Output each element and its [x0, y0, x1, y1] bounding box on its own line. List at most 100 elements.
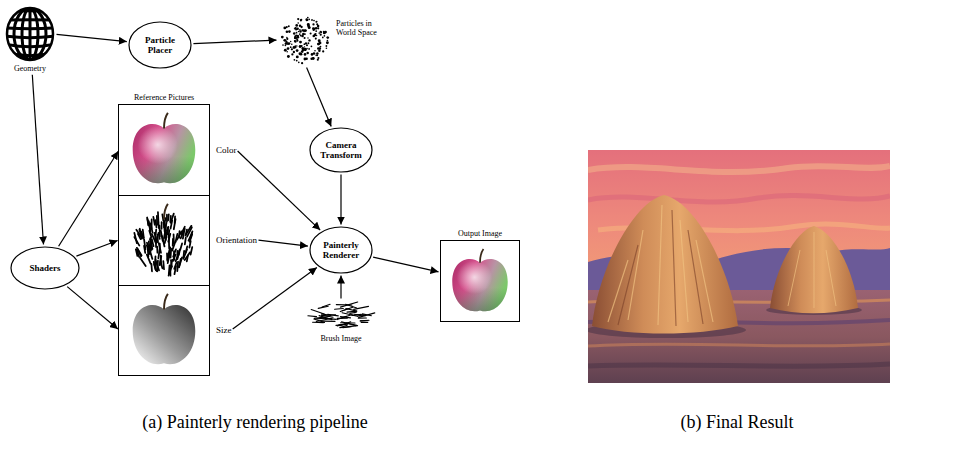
cloud-icon-part: [316, 54, 318, 56]
orient-picture-part: [173, 249, 176, 256]
arrow-connector: [59, 151, 119, 246]
figure-caption: (b) Final Result: [681, 412, 794, 433]
orient-picture-part: [141, 231, 144, 237]
brush-icon-part: [314, 317, 329, 319]
cloud-icon-part: [291, 43, 293, 45]
cloud-icon-part: [304, 43, 306, 45]
panel-label: Orientation: [216, 235, 257, 245]
brush-icon-part: [354, 306, 369, 309]
grid-icon-part-part: [29, 6, 32, 62]
orient-picture-part: [159, 244, 161, 252]
brush-icon-part: [361, 322, 368, 323]
cloud-icon-part: [285, 44, 287, 46]
orient-picture-part: [157, 212, 159, 222]
cloud-icon-part: [317, 43, 320, 46]
brush-icon-part: [308, 315, 317, 317]
color-picture-part: [133, 124, 196, 183]
orient-picture-part: [147, 218, 148, 226]
cloud-icon-part: [324, 35, 326, 37]
brush-icon-part: [322, 304, 330, 307]
apple-picture-part: [452, 259, 507, 311]
orient-picture-part: [181, 227, 185, 234]
cloud-icon-part: [309, 25, 311, 27]
cloud-icon-part: [313, 57, 315, 59]
orient-picture-part: [160, 256, 162, 265]
orient-picture-part: [139, 230, 143, 239]
cloud-icon-part: [306, 19, 308, 21]
orient-picture-part: [177, 231, 181, 239]
cloud-icon-part: [286, 51, 287, 52]
arrow-connector: [307, 67, 332, 126]
haystack-large-part: [592, 195, 738, 334]
orient-picture-part: [165, 235, 167, 243]
cloud-icon-part: [306, 18, 308, 20]
cloud-icon-part: [326, 47, 328, 49]
cloud-icon-part: [287, 42, 290, 45]
cloud-icon-part: [313, 20, 315, 22]
cloud-icon-part: [298, 62, 300, 64]
icon-label: Brush Image: [320, 334, 361, 343]
panel-picture: [119, 195, 209, 285]
cloud-icon-part: [303, 48, 306, 51]
brush-icon-part: [361, 320, 369, 322]
cloud-icon-part: [306, 48, 308, 50]
orient-picture-part: [153, 217, 154, 225]
orient-picture-part: [160, 256, 162, 265]
apple-picture-part: [480, 249, 483, 263]
cloud-icon-part: [283, 27, 286, 30]
grid-icon: [5, 6, 55, 62]
orient-picture-part: [186, 226, 192, 235]
cloud-icon-part: [307, 17, 309, 19]
cloud-icon-part: [308, 18, 310, 20]
orient-picture-part: [159, 226, 161, 237]
cloud-icon-part: [315, 30, 317, 32]
haystack-large-part: [618, 210, 703, 326]
cloud-icon-part: [299, 41, 302, 44]
frame-heading: Reference Pictures: [134, 93, 194, 102]
reference-panel: Orientation: [119, 195, 257, 285]
cloud-icon-part: [319, 46, 321, 48]
orient-picture-part: [183, 251, 185, 258]
color-picture-part: [133, 124, 196, 183]
field-part: [588, 344, 890, 346]
orient-picture-part: [142, 230, 145, 238]
panel-label: Color: [216, 145, 237, 155]
cloud-icon-part: [297, 36, 299, 38]
color-picture-part: [164, 113, 168, 129]
cloud-icon-part: [315, 38, 317, 40]
cloud-icon-part: [282, 44, 284, 46]
cloud-icon-part: [281, 36, 284, 39]
cloud-icon-part: [322, 50, 324, 52]
haystack-small-part: [770, 226, 858, 313]
arrow-connector: [340, 276, 341, 299]
cloud-icon-part: [312, 35, 315, 38]
cloud-icon-part: [311, 19, 313, 21]
orient-picture-part: [179, 257, 182, 267]
arrow-connector: [373, 257, 438, 272]
cloud-icon-part: [294, 40, 296, 42]
cloud-icon-part: [299, 25, 301, 27]
cloud-icon-part: [319, 47, 322, 50]
cloud-icon-part: [310, 58, 312, 60]
panel-picture: [119, 105, 209, 195]
cloud-icon-part: [306, 52, 309, 55]
orient-picture-part: [155, 220, 158, 227]
cloud-icon-part: [299, 52, 302, 55]
cloud-icon-part: [288, 25, 290, 27]
cloud-icon-part: [320, 31, 322, 33]
orient-picture-part: [144, 239, 145, 249]
cloud-icon-part: [288, 30, 291, 33]
orient-picture-part: [164, 221, 166, 231]
cloud-icon-part: [299, 46, 300, 47]
reference-panel: Color: [119, 105, 237, 195]
cloud-icon-part: [311, 45, 313, 47]
orient-picture-part: [185, 252, 190, 260]
ellipse-outline: [129, 22, 191, 68]
arrow-connector: [76, 241, 117, 257]
grid-icon-part: [7, 8, 53, 60]
orient-picture-part: [169, 266, 171, 275]
reference-panel: Size: [119, 285, 232, 375]
cloud-icon-part: [297, 22, 299, 24]
arrow-connector: [193, 40, 276, 44]
orient-picture-part: [170, 249, 172, 258]
